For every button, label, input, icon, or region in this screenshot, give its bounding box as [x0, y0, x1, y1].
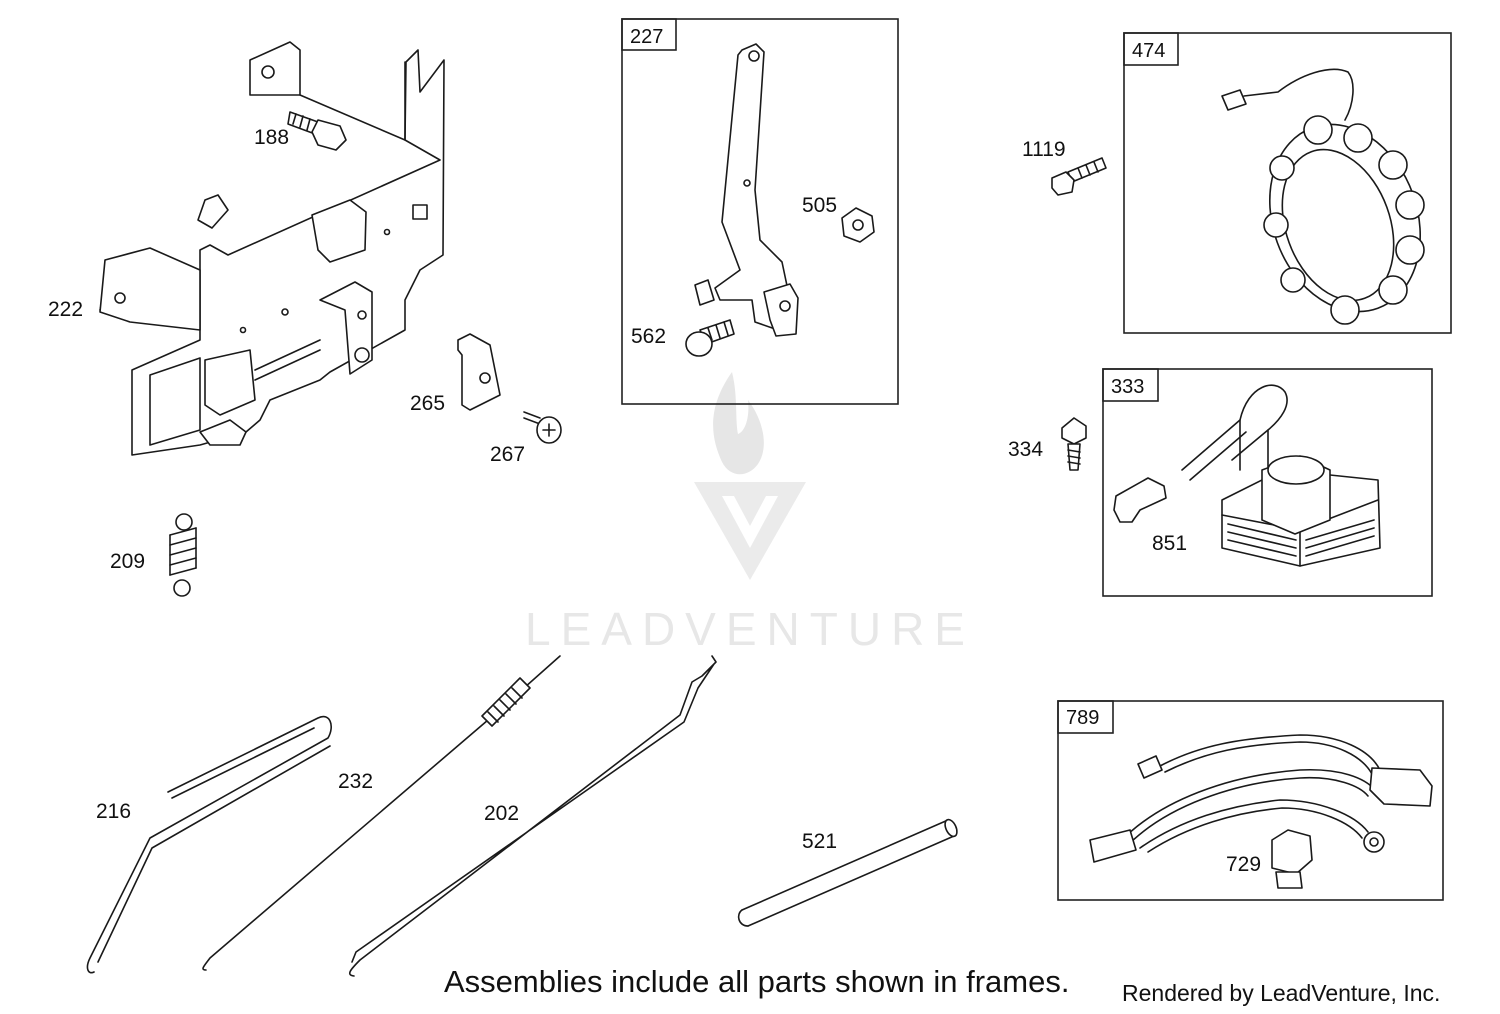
frame-789 — [1057, 700, 1444, 901]
frame-label-333: 333 — [1111, 376, 1144, 398]
clip-265-part — [457, 333, 501, 411]
frame-474 — [1123, 32, 1452, 334]
callout-222: 222 — [48, 298, 83, 321]
spring-link-232-part — [202, 655, 561, 971]
ignition-armature-part — [1113, 384, 1381, 567]
callout-202: 202 — [484, 802, 519, 825]
callout-729: 729 — [1226, 853, 1261, 876]
screw-188-part — [287, 111, 347, 151]
caption: Assemblies include all parts shown in fr… — [444, 964, 1069, 999]
leadventure-watermark-icon — [694, 372, 806, 580]
callout-188: 188 — [254, 126, 289, 149]
screw-1119-part — [1051, 157, 1107, 196]
callout-216: 216 — [96, 800, 131, 823]
control-bracket-part — [99, 41, 445, 456]
wiring-harness-part — [1089, 734, 1433, 889]
callout-209: 209 — [110, 550, 145, 573]
callout-851: 851 — [1152, 532, 1187, 555]
nut-505-part — [841, 207, 875, 243]
frame-label-474: 474 — [1132, 40, 1165, 62]
watermark-text: LEADVENTURE — [525, 603, 975, 655]
screw-334-part — [1061, 417, 1087, 471]
callout-521: 521 — [802, 830, 837, 853]
frame-333 — [1102, 368, 1433, 597]
tube-521-part — [737, 818, 958, 927]
callout-505: 505 — [802, 194, 837, 217]
callout-232: 232 — [338, 770, 373, 793]
spring-209-part — [169, 513, 197, 597]
governor-lever-part — [694, 43, 799, 337]
callout-334: 334 — [1008, 438, 1043, 461]
frame-227 — [621, 18, 899, 405]
link-216-part — [86, 715, 332, 974]
screw-267-part — [523, 411, 562, 444]
screw-562-part — [685, 319, 735, 357]
callout-1119: 1119 — [1022, 138, 1066, 161]
callout-265: 265 — [410, 392, 445, 415]
frame-label-227: 227 — [630, 26, 663, 48]
alternator-stator-part — [1221, 68, 1425, 325]
frame-label-789: 789 — [1066, 707, 1099, 729]
callout-562: 562 — [631, 325, 666, 348]
link-202-part — [348, 655, 717, 977]
callout-267: 267 — [490, 443, 525, 466]
rendered-by-credit: Rendered by LeadVenture, Inc. — [1122, 980, 1440, 1006]
